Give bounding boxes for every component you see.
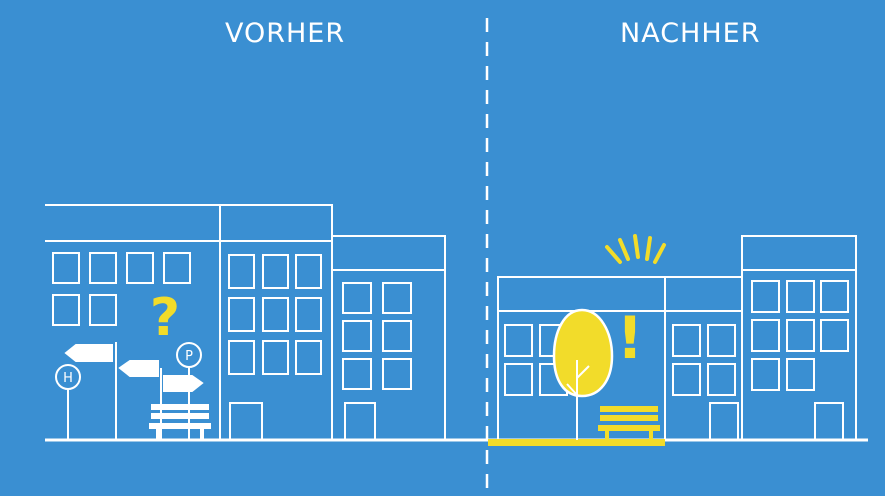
parking-sign-label: P [185,349,193,364]
building-3 [332,236,445,440]
after-scene [498,236,856,440]
question-mark: ? [150,288,180,348]
building-5 [665,277,742,440]
exclamation-mark: ! [617,304,643,372]
building-2 [220,205,332,440]
highlighted-sidewalk [488,439,665,446]
direction-arrow-icon [66,345,112,361]
before-scene [45,205,445,440]
sparkle-icon [607,236,664,262]
direction-arrow-icon [120,361,158,376]
direction-arrow-icon [164,376,202,391]
bench-icon [149,404,211,440]
bench-icon [598,406,660,440]
bus-stop-sign-label: H [63,371,73,386]
building-6 [742,236,856,440]
